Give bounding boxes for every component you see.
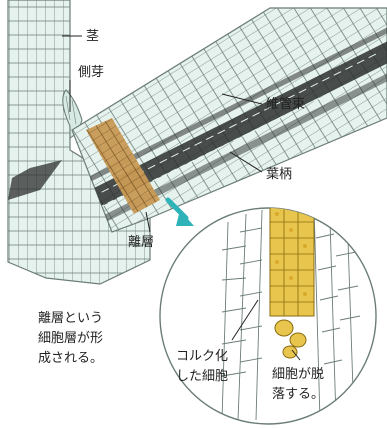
caption-fall-line-1: 細胞が脱 (272, 367, 324, 382)
caption-main-line-3: 成される。 (38, 351, 103, 366)
petiole-tissue (70, 8, 387, 240)
label-abscission-layer: 離層 (128, 235, 154, 250)
caption-main-line-1: 離層という (38, 311, 103, 326)
caption-fall-line-2: 落する。 (272, 387, 324, 402)
cork-cells (270, 206, 314, 316)
caption-cork-line-1: コルク化 (176, 349, 228, 364)
label-petiole: 葉柄 (266, 167, 292, 182)
label-stem: 茎 (86, 29, 99, 44)
label-vascular-bundle: 維管束 (266, 97, 305, 112)
magnified-view (160, 206, 376, 424)
caption-cork-line-2: した細胞 (176, 369, 228, 384)
caption-main-line-2: 細胞層が形 (38, 331, 103, 346)
caption-main: 離層という 細胞層が形 成される。 (38, 311, 103, 366)
label-lateral-bud: 側芽 (78, 65, 104, 80)
